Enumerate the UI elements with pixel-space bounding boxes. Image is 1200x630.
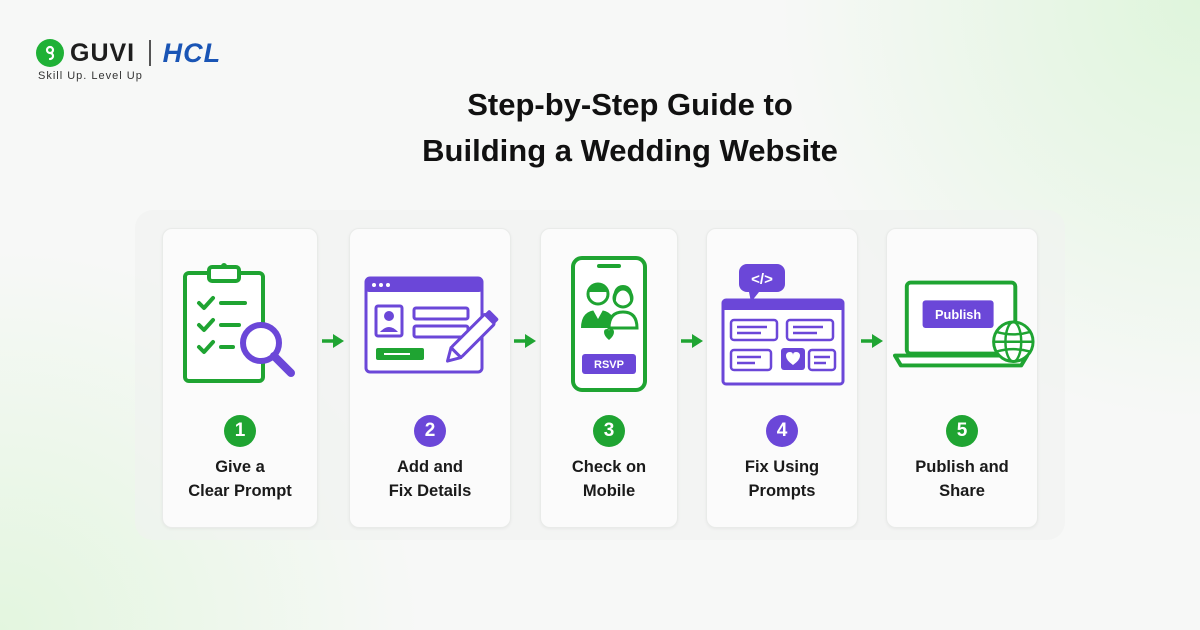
brand-divider bbox=[149, 40, 151, 66]
code-chat-icon: </> bbox=[707, 249, 857, 399]
step-number-badge: 3 bbox=[593, 415, 625, 447]
step-label-line-1: Give a bbox=[215, 458, 265, 476]
step-label: Give a Clear Prompt bbox=[163, 455, 317, 503]
clipboard-search-icon bbox=[163, 249, 317, 399]
step-label-line-2: Share bbox=[939, 482, 985, 500]
arrow-right-icon bbox=[861, 334, 883, 348]
publish-button-text: Publish bbox=[935, 307, 981, 322]
step-label-line-2: Prompts bbox=[748, 482, 816, 500]
mobile-rsvp-icon: RSVP bbox=[541, 249, 677, 399]
step-label-line-1: Check on bbox=[571, 458, 647, 476]
title-line-2: Building a Wedding Website bbox=[422, 133, 838, 168]
form-edit-icon bbox=[350, 249, 510, 399]
arrow-right-icon bbox=[322, 334, 344, 348]
step-label: Fix Using Prompts bbox=[707, 455, 857, 503]
step-label-line-2: Mobile bbox=[582, 482, 636, 500]
step-number-badge: 1 bbox=[224, 415, 256, 447]
step-card-4: </> 4 Fix Using Prompts bbox=[706, 228, 858, 528]
arrow-right-icon bbox=[681, 334, 703, 348]
title-line-1: Step-by-Step Guide to bbox=[467, 87, 793, 122]
step-card-2: 2 Add and Fix Details bbox=[349, 228, 511, 528]
guvi-wordmark: GUVI bbox=[70, 38, 136, 67]
step-label-line-1: Fix Using bbox=[744, 458, 820, 476]
step-number-badge: 4 bbox=[766, 415, 798, 447]
laptop-globe-icon: Publish bbox=[887, 249, 1037, 399]
step-label-line-2: Fix Details bbox=[388, 482, 472, 500]
step-number-badge: 5 bbox=[946, 415, 978, 447]
step-number-badge: 2 bbox=[414, 415, 446, 447]
brand-tagline: Skill Up. Level Up bbox=[38, 70, 143, 82]
step-card-5: Publish 5 Publish and Share bbox=[886, 228, 1038, 528]
step-label: Publish and Share bbox=[887, 455, 1037, 503]
step-label-line-2: Clear Prompt bbox=[188, 482, 292, 500]
rsvp-button-text: RSVP bbox=[594, 359, 624, 371]
code-tag-text: </> bbox=[751, 271, 773, 288]
step-label: Add and Fix Details bbox=[350, 455, 510, 503]
step-label: Check on Mobile bbox=[541, 455, 677, 503]
page-title: Step-by-Step Guide to Building a Wedding… bbox=[330, 82, 930, 174]
arrow-right-icon bbox=[514, 334, 536, 348]
step-label-line-1: Add and bbox=[397, 458, 463, 476]
step-card-3: RSVP 3 Check on Mobile bbox=[540, 228, 678, 528]
step-label-line-1: Publish and bbox=[915, 458, 1009, 476]
hcl-wordmark: HCL bbox=[162, 37, 222, 68]
guvi-logo-icon bbox=[36, 39, 64, 67]
step-card-1: 1 Give a Clear Prompt bbox=[162, 228, 318, 528]
brand-header: GUVI HCL Skill Up. Level Up bbox=[36, 38, 326, 94]
